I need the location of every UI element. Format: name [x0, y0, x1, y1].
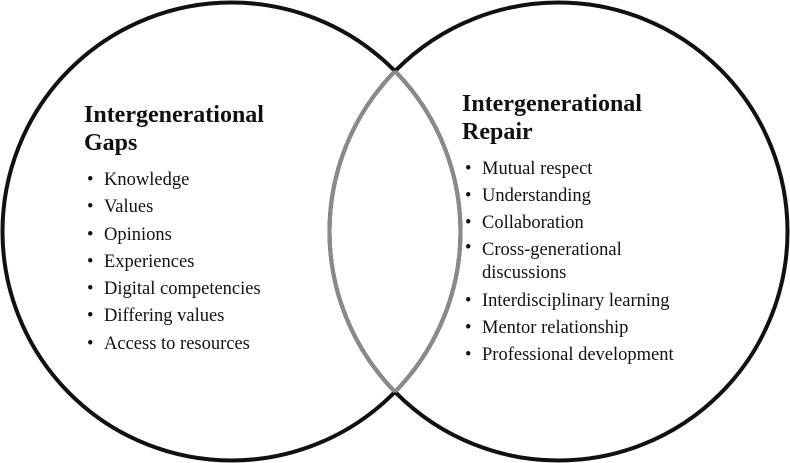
- right-set-title-line: Repair: [462, 119, 533, 145]
- left-set-item: Values: [84, 194, 384, 222]
- right-set-title: Intergenerational Repair: [462, 90, 762, 146]
- right-set-item: Collaboration: [462, 210, 762, 237]
- left-set-title-line: Intergenerational: [84, 102, 264, 128]
- right-set-list: Mutual respect Understanding Collaborati…: [462, 156, 762, 368]
- left-set-item: Access to resources: [84, 331, 384, 359]
- left-set-title: Intergenerational Gaps: [84, 101, 384, 157]
- left-set-item: Differing values: [84, 303, 384, 331]
- left-set-panel: Intergenerational Gaps Knowledge Values …: [84, 101, 384, 358]
- right-set-item: Interdisciplinary learning: [462, 288, 762, 315]
- right-set-item: Mutual respect: [462, 156, 762, 183]
- right-set-item: Professional development: [462, 342, 762, 369]
- right-set-title-line: Intergenerational: [462, 91, 642, 117]
- left-set-title-line: Gaps: [84, 130, 138, 156]
- left-set-item: Opinions: [84, 222, 384, 250]
- right-set-panel: Intergenerational Repair Mutual respect …: [462, 90, 762, 368]
- right-set-item: Understanding: [462, 183, 762, 210]
- right-set-item: Mentor relationship: [462, 315, 762, 342]
- right-set-item: Cross-generational discussions: [462, 237, 682, 288]
- left-set-list: Knowledge Values Opinions Experiences Di…: [84, 167, 384, 358]
- left-circle-overlap-arc: [329, 2, 463, 461]
- left-set-item: Digital competencies: [84, 276, 384, 304]
- left-set-item: Experiences: [84, 249, 384, 277]
- left-set-item: Knowledge: [84, 167, 384, 195]
